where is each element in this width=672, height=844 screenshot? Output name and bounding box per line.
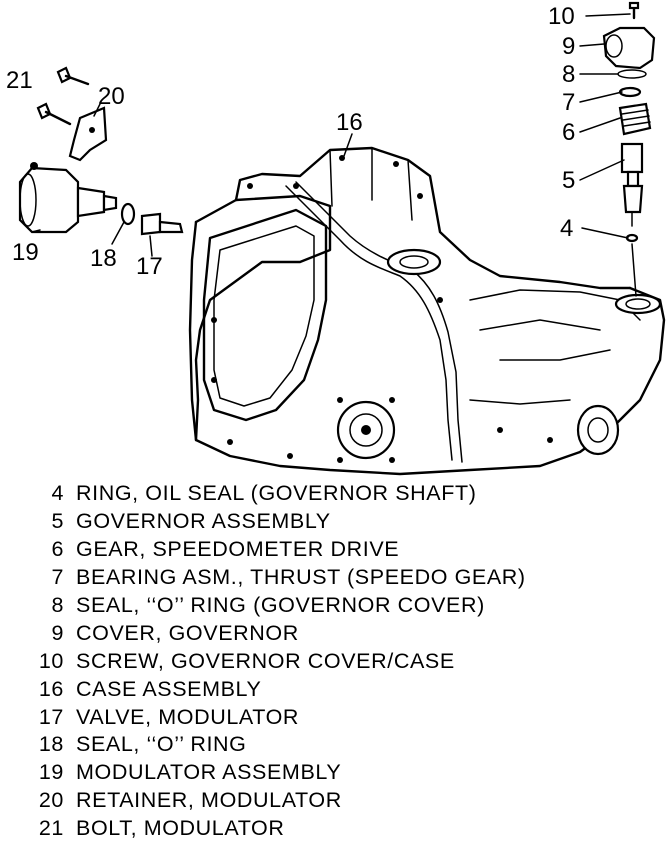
legend-item: 6 GEAR, SPEEDOMETER DRIVE bbox=[28, 536, 668, 564]
case-assembly bbox=[188, 146, 666, 476]
legend-item-number: 10 bbox=[38, 648, 64, 673]
legend-item: 16 CASE ASSEMBLY bbox=[28, 675, 668, 703]
legend-item-text: COVER, GOVERNOR bbox=[76, 620, 299, 645]
legend-item-text: GEAR, SPEEDOMETER DRIVE bbox=[76, 537, 400, 562]
legend-item-text: SEAL, ‘‘O’’ RING (GOVERNOR COVER) bbox=[76, 593, 485, 617]
modulator-valve bbox=[140, 212, 184, 236]
legend-item: 20 RETAINER, MODULATOR bbox=[28, 787, 668, 815]
callout-4: 4 bbox=[560, 215, 573, 242]
modulator-assembly-part bbox=[18, 162, 118, 234]
callout-16: 16 bbox=[336, 109, 363, 136]
legend-item: 21 BOLT, MODULATOR bbox=[28, 815, 668, 843]
modulator-bolt bbox=[36, 66, 90, 126]
legend-item: 4 RING, OIL SEAL (GOVERNOR SHAFT) bbox=[28, 480, 668, 508]
legend-item-number: 16 bbox=[38, 676, 64, 701]
callout-9: 9 bbox=[562, 33, 575, 60]
legend-item-text: RETAINER, MODULATOR bbox=[76, 788, 342, 813]
legend-item: 19 MODULATOR ASSEMBLY bbox=[28, 759, 668, 787]
legend-item: 8 SEAL, ‘‘O’’ RING (GOVERNOR COVER) bbox=[28, 592, 668, 620]
legend-item-number: 8 bbox=[51, 593, 64, 617]
legend-item-number: 19 bbox=[38, 760, 64, 785]
callout-7: 7 bbox=[562, 89, 575, 116]
legend-item-number: 17 bbox=[38, 704, 64, 729]
legend-item-number: 7 bbox=[51, 565, 64, 590]
legend-item: 18 SEAL, ‘‘O’’ RING bbox=[28, 731, 668, 759]
legend-item-text: BOLT, MODULATOR bbox=[76, 816, 285, 841]
callout-6: 6 bbox=[562, 119, 575, 146]
legend-item-number: 5 bbox=[51, 509, 64, 534]
legend-item-text: GOVERNOR ASSEMBLY bbox=[76, 509, 331, 534]
legend-item-text: SEAL, ‘‘O’’ RING bbox=[76, 732, 247, 757]
transmission-exploded-diagram: 10 9 8 7 6 5 4 16 21 20 19 18 17 bbox=[6, 1, 666, 476]
callout-8: 8 bbox=[562, 61, 575, 88]
legend-item-text: SCREW, GOVERNOR COVER/CASE bbox=[76, 648, 455, 673]
legend-item-number: 18 bbox=[38, 732, 64, 757]
legend-item-text: MODULATOR ASSEMBLY bbox=[76, 760, 342, 785]
modulator-retainer bbox=[68, 106, 108, 162]
legend-item: 10 SCREW, GOVERNOR COVER/CASE bbox=[28, 647, 668, 675]
legend-item-number: 20 bbox=[38, 788, 64, 813]
callout-18: 18 bbox=[90, 245, 117, 272]
governor-assembly-part bbox=[620, 142, 644, 227]
legend-item-number: 6 bbox=[51, 537, 64, 562]
legend-item-text: RING, OIL SEAL (GOVERNOR SHAFT) bbox=[76, 481, 477, 506]
speedo-thrust-bearing bbox=[618, 86, 642, 98]
legend-item: 5 GOVERNOR ASSEMBLY bbox=[28, 508, 668, 536]
governor-screw bbox=[628, 1, 640, 20]
legend-item-text: CASE ASSEMBLY bbox=[76, 676, 262, 701]
callout-21: 21 bbox=[6, 67, 33, 94]
legend-item-text: VALVE, MODULATOR bbox=[76, 704, 300, 729]
callout-19: 19 bbox=[12, 239, 39, 266]
legend-item: 9 COVER, GOVERNOR bbox=[28, 619, 668, 647]
callout-17: 17 bbox=[136, 253, 163, 280]
callout-10: 10 bbox=[548, 3, 575, 30]
governor-cover-o-ring bbox=[617, 69, 647, 79]
parts-legend: 4 RING, OIL SEAL (GOVERNOR SHAFT) 5 GOVERNO… bbox=[28, 480, 668, 843]
speedometer-drive-gear bbox=[618, 102, 652, 136]
legend-item-number: 4 bbox=[51, 481, 64, 506]
legend-item: 17 VALVE, MODULATOR bbox=[28, 703, 668, 731]
legend-item-text: BEARING ASM., THRUST (SPEEDO GEAR) bbox=[76, 565, 526, 590]
leader-lines bbox=[31, 13, 637, 297]
legend-item-number: 9 bbox=[51, 620, 64, 645]
callout-20: 20 bbox=[98, 83, 125, 110]
modulator-o-ring-seal bbox=[120, 202, 136, 226]
governor-cover bbox=[602, 26, 656, 70]
legend-item-number: 21 bbox=[38, 816, 64, 841]
legend-item: 7 BEARING ASM., THRUST (SPEEDO GEAR) bbox=[28, 564, 668, 592]
callout-5: 5 bbox=[562, 167, 575, 194]
